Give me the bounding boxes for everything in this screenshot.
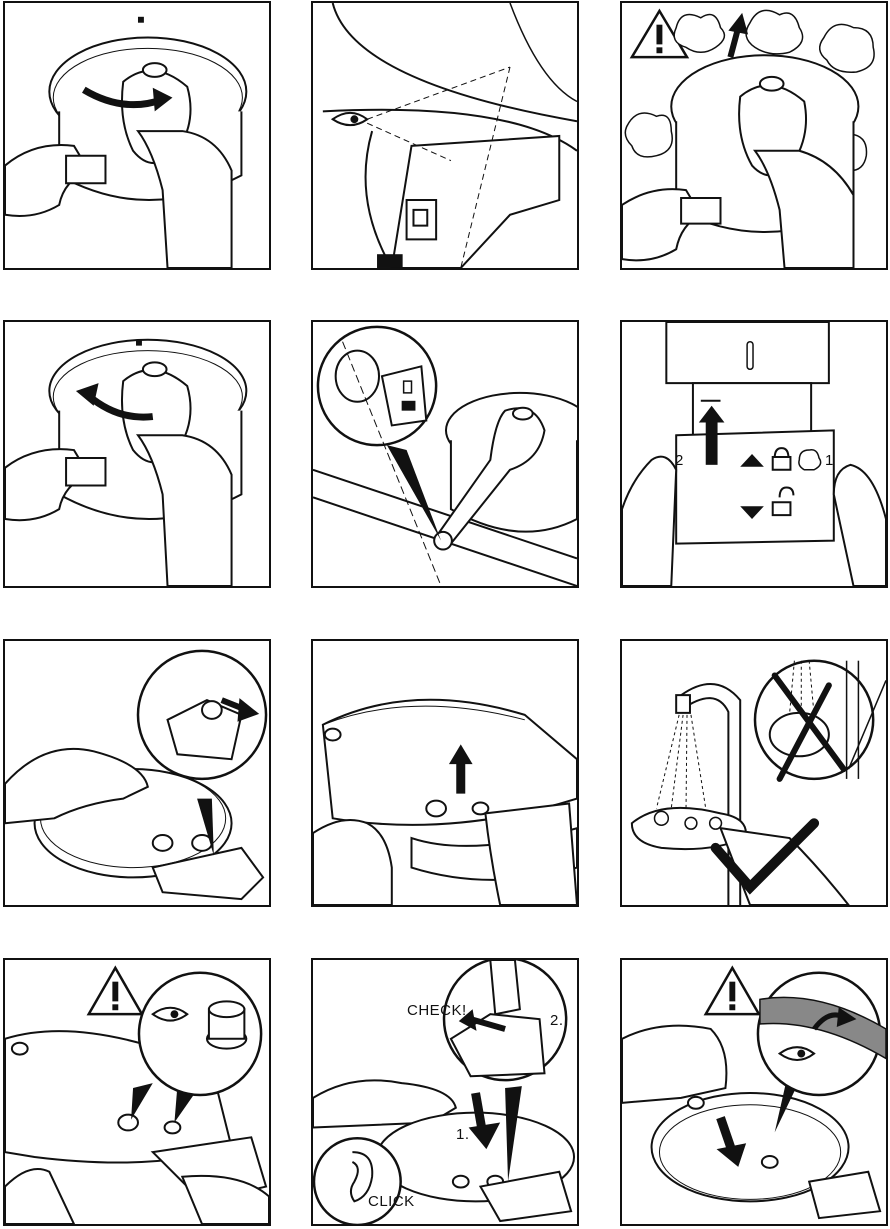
lid-close-illustration [5, 3, 269, 268]
warning-icon [706, 968, 759, 1014]
panel-open-lid [3, 320, 271, 588]
step-1-label: 1. [456, 1126, 470, 1143]
lid-click-illustration [313, 960, 577, 1224]
panel-handle-detail [311, 320, 579, 588]
panel-close-lid [3, 1, 271, 270]
step-2-label: 2. [550, 1012, 564, 1029]
steam-release-illustration [622, 3, 886, 268]
slider-illustration [622, 322, 886, 586]
lid-lift-illustration [313, 641, 577, 905]
lid-open-illustration [5, 322, 269, 586]
eye-icon [333, 113, 367, 125]
lock-check-illustration [313, 3, 577, 268]
panel-slider-unlock: 2 1 [620, 320, 888, 588]
magnifier-icon [318, 327, 436, 445]
check-label: CHECK! [407, 1002, 467, 1019]
valve-icon [207, 1001, 246, 1048]
panel-close-click: CHECK! 2. 1. CLICK [311, 958, 579, 1226]
panel-cleaning [620, 639, 888, 907]
warning-icon [89, 968, 142, 1014]
panel-release-lid [3, 639, 271, 907]
panel-lift-lid [311, 639, 579, 907]
cleaning-illustration [622, 641, 886, 905]
slider-right-label: 1 [825, 452, 834, 469]
gasket-check-illustration [622, 960, 886, 1224]
valve-check-illustration [5, 960, 269, 1224]
lid-release-illustration [5, 641, 269, 905]
handle-detail-illustration [313, 322, 577, 586]
slider-left-label: 2 [675, 452, 684, 469]
steam-icon [799, 450, 821, 470]
panel-valve-check [3, 958, 271, 1226]
ear-icon [314, 1138, 401, 1224]
up-arrow-icon [728, 13, 748, 57]
click-label: CLICK [368, 1193, 415, 1210]
panel-steam-warning [620, 1, 888, 270]
panel-check-lock-indicator [311, 1, 579, 270]
panel-gasket-warning [620, 958, 888, 1226]
